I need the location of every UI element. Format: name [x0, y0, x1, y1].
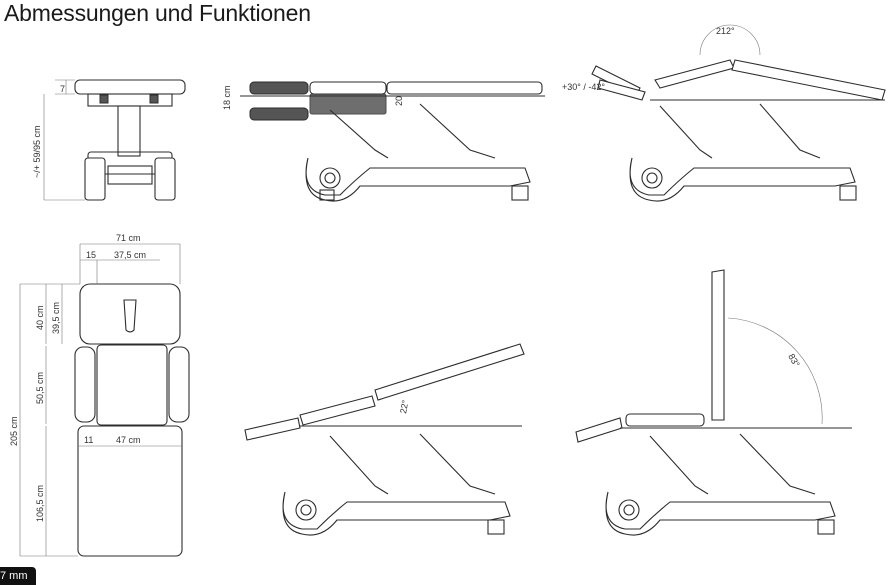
measurement-badge: 7 mm — [0, 567, 36, 585]
dim-back-angle: 22° — [398, 399, 410, 415]
dim-head-length-outer: 40 cm — [35, 305, 45, 330]
dim-step-height: 20 — [394, 96, 404, 106]
top-view — [19, 243, 190, 557]
dim-headrest-tilt: +30° / -42° — [562, 82, 605, 92]
side-view-flat — [240, 81, 545, 202]
dim-headrest-rotation: 212° — [716, 26, 735, 36]
dim-width-total: 71 cm — [116, 233, 141, 243]
dim-head-width: 37,5 cm — [114, 250, 146, 260]
page-title: Abmessungen und Funktionen — [4, 0, 311, 26]
dim-armrest-width: 15 — [86, 250, 96, 260]
dim-total-length: 205 cm — [9, 416, 19, 446]
dim-cushion-height: 18 cm — [222, 85, 232, 110]
side-view-inclined — [244, 343, 525, 536]
dim-leg-width: 47 cm — [116, 435, 141, 445]
dim-top-thickness: 7 — [60, 84, 65, 94]
side-view-seat — [575, 269, 852, 536]
dim-height-range: ~/+ 59/95 cm — [32, 125, 42, 178]
dim-head-length-inner: 39,5 cm — [51, 302, 61, 334]
dim-middle-length: 50,5 cm — [35, 372, 45, 404]
dim-leg-offset: 11 — [84, 435, 93, 445]
dim-leg-length: 106,5 cm — [35, 485, 45, 522]
side-view-headrest — [591, 24, 886, 202]
front-view — [43, 79, 186, 201]
